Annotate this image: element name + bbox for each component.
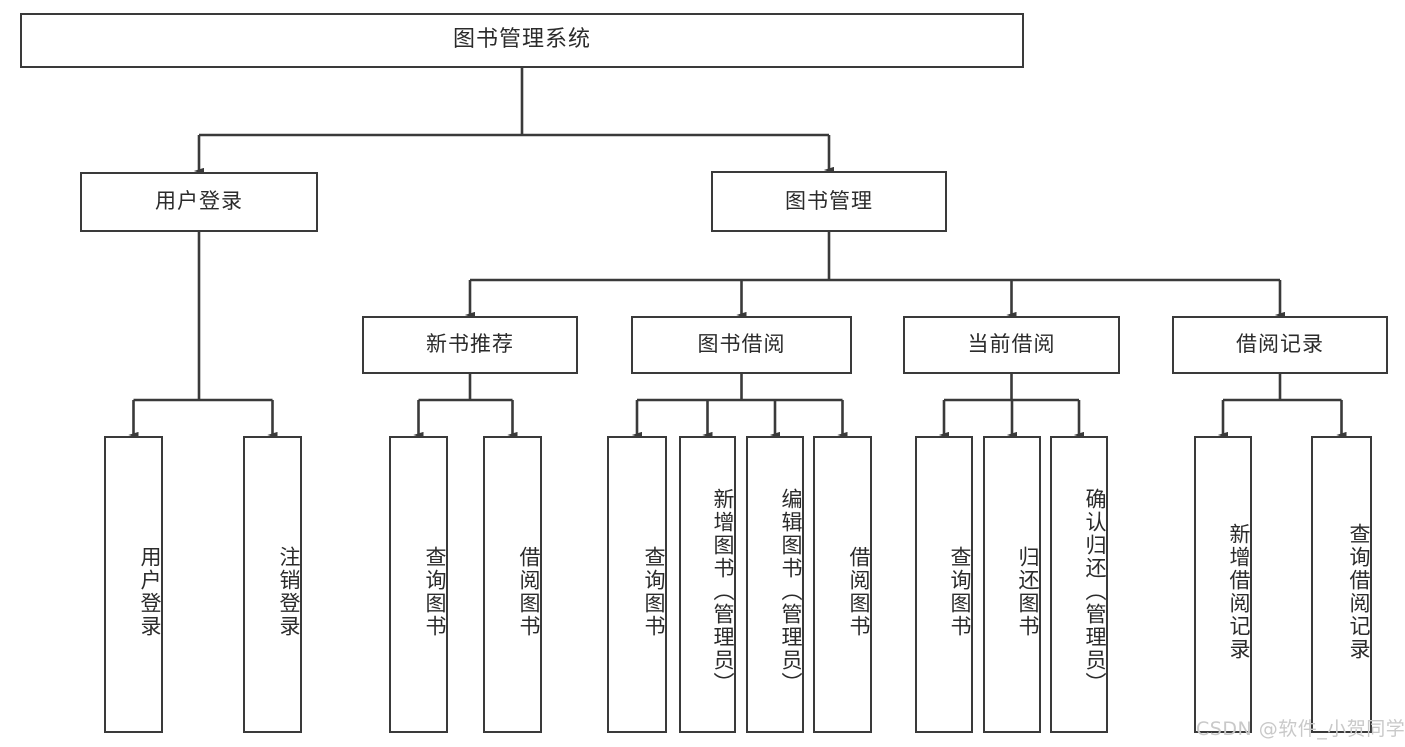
node-label: 图书管理系统 — [452, 27, 591, 53]
node-label: 确认归还（管理员） — [1083, 488, 1107, 695]
node-leaf-user-login[interactable]: 用户登录 — [104, 436, 163, 733]
csdn-watermark: CSDN @软件_小贺同学 — [1196, 718, 1405, 740]
node-root[interactable]: 图书管理系统 — [20, 13, 1024, 68]
node-label: 当前借阅 — [967, 332, 1056, 357]
node-book-manage[interactable]: 图书管理 — [711, 171, 947, 232]
node-current-borrow[interactable]: 当前借阅 — [903, 316, 1120, 374]
node-leaf-add-book[interactable]: 新增图书（管理员） — [679, 436, 736, 733]
node-leaf-query-book-3[interactable]: 查询图书 — [915, 436, 973, 733]
node-label: 图书管理 — [785, 188, 873, 213]
node-label: 查询借阅记录 — [1347, 522, 1371, 661]
node-label: 查询图书 — [948, 545, 972, 638]
node-leaf-user-logout[interactable]: 注销登录 — [243, 436, 302, 733]
node-leaf-query-book-2[interactable]: 查询图书 — [607, 436, 667, 733]
node-label: 编辑图书（管理员） — [779, 488, 803, 695]
node-label: 用户登录 — [138, 545, 162, 638]
node-leaf-confirm-return[interactable]: 确认归还（管理员） — [1050, 436, 1108, 733]
node-user-login[interactable]: 用户登录 — [80, 172, 318, 232]
node-leaf-return-book[interactable]: 归还图书 — [983, 436, 1041, 733]
node-label: 图书借阅 — [697, 332, 786, 357]
node-leaf-borrow-book-2[interactable]: 借阅图书 — [813, 436, 872, 733]
node-label: 借阅记录 — [1236, 332, 1324, 357]
node-label: 新书推荐 — [426, 332, 514, 357]
node-label: 新增借阅记录 — [1227, 522, 1251, 661]
node-leaf-query-book-1[interactable]: 查询图书 — [389, 436, 448, 733]
node-book-borrow[interactable]: 图书借阅 — [631, 316, 852, 374]
node-label: 查询图书 — [423, 545, 447, 638]
node-new-book-rec[interactable]: 新书推荐 — [362, 316, 578, 374]
node-leaf-borrow-book-1[interactable]: 借阅图书 — [483, 436, 542, 733]
node-leaf-add-record[interactable]: 新增借阅记录 — [1194, 436, 1252, 733]
node-label: 归还图书 — [1016, 545, 1040, 638]
node-label: 新增图书（管理员） — [711, 488, 735, 695]
node-leaf-query-record[interactable]: 查询借阅记录 — [1311, 436, 1372, 733]
node-label: 注销登录 — [277, 545, 301, 638]
node-label: 用户登录 — [155, 189, 243, 214]
node-leaf-edit-book[interactable]: 编辑图书（管理员） — [746, 436, 804, 733]
node-borrow-record[interactable]: 借阅记录 — [1172, 316, 1388, 374]
node-label: 借阅图书 — [847, 545, 871, 638]
node-label: 查询图书 — [642, 545, 666, 638]
node-label: 借阅图书 — [517, 545, 541, 638]
